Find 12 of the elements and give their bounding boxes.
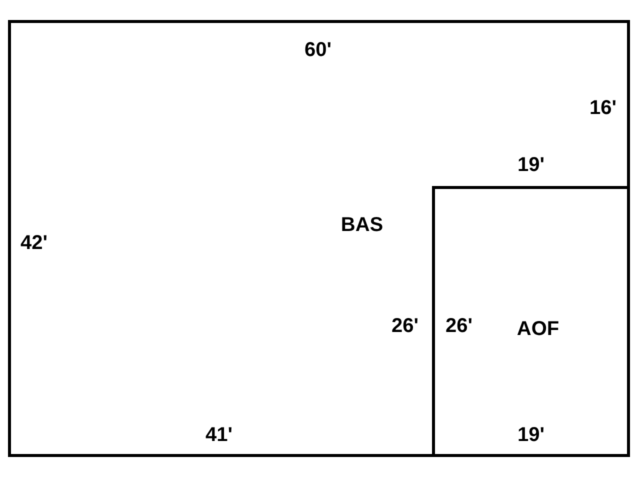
dimension-label: 26'	[392, 316, 418, 336]
dimension-label: 26'	[446, 316, 472, 336]
room-outline	[432, 186, 630, 457]
dimension-label: 60'	[304, 40, 332, 60]
room-label: BAS	[340, 215, 384, 235]
dimension-label: 19'	[518, 155, 544, 175]
dimension-label: 16'	[590, 98, 616, 118]
dimension-label: 41'	[206, 425, 232, 445]
room-label: AOF	[516, 319, 560, 339]
dimension-label: 19'	[518, 425, 544, 445]
dimension-label: 42'	[20, 233, 48, 253]
floor-plan-outline	[8, 20, 630, 457]
